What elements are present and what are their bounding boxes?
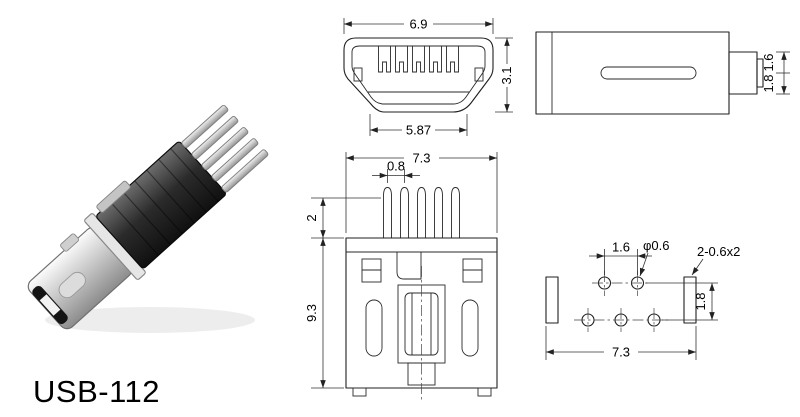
shell-tongue [39, 294, 61, 316]
connector-photo [27, 104, 269, 333]
body-ridges [110, 148, 219, 256]
dim-text-tip-upper: 1.6 [761, 53, 776, 71]
dim-plug-height: 3.1 [495, 37, 514, 113]
connector-pins [181, 104, 269, 193]
dim-text-body-height: 9.3 [304, 304, 319, 322]
dim-pin-pitch: 0.8 [372, 159, 420, 183]
shell-dimple [58, 271, 86, 299]
dim-receptacle-width: 7.3 [345, 151, 498, 233]
footprint-pad-right [683, 276, 697, 324]
dim-row-spacing: 1.8 [646, 282, 718, 321]
dim-plug-bottom-width: 5.87 [369, 114, 468, 138]
dim-text-pin-pitch: 0.8 [387, 159, 405, 174]
plug-side-view: 1.6 1.8 [535, 31, 790, 115]
housing-details [361, 252, 483, 386]
dim-text-receptacle-width: 7.3 [412, 151, 430, 166]
receptacle-front-view: 7.3 0.8 2 9.3 [304, 151, 498, 400]
dim-text-flange-height: 2 [304, 214, 319, 221]
dim-text-tip-lower: 1.8 [761, 74, 776, 92]
dim-text-hole-pitch: 1.6 [612, 240, 630, 255]
dim-text-row-spacing: 1.8 [693, 292, 708, 310]
dim-plug-top-width: 6.9 [343, 17, 494, 34]
shell-tab [60, 233, 79, 252]
dim-text-hole-diameter: φ0.6 [643, 238, 670, 253]
shield-clip [96, 180, 131, 213]
dim-text-plug-top-width: 6.9 [409, 17, 427, 32]
footprint-pad-left [545, 276, 559, 324]
part-number-label: USB-112 [33, 374, 160, 409]
pcb-footprint-view: 1.6 φ0.6 2-0.6x2 1.8 7.3 [545, 238, 740, 360]
dim-text-pad-spec: 2-0.6x2 [697, 244, 740, 259]
plug-front-view: 6.9 5.87 3.1 [343, 17, 514, 138]
through-hole-pins [383, 187, 460, 238]
dim-text-footprint-width: 7.3 [612, 345, 630, 360]
dim-hole-pitch: 1.6 [589, 240, 652, 275]
footprint-centerlines [574, 271, 668, 332]
dim-footprint-width: 7.3 [545, 326, 697, 360]
dim-body-height: 9.3 [304, 237, 344, 389]
photo-shadow [45, 307, 255, 333]
label-hole-diameter: φ0.6 [639, 238, 670, 277]
dim-plug-tip: 1.6 1.8 [761, 51, 790, 95]
dim-text-plug-height: 3.1 [499, 66, 514, 84]
label-pad-spec: 2-0.6x2 [691, 244, 740, 276]
dim-flange-height: 2 [304, 197, 381, 239]
plug-contacts [353, 46, 484, 93]
dim-text-plug-bottom-width: 5.87 [406, 123, 431, 138]
